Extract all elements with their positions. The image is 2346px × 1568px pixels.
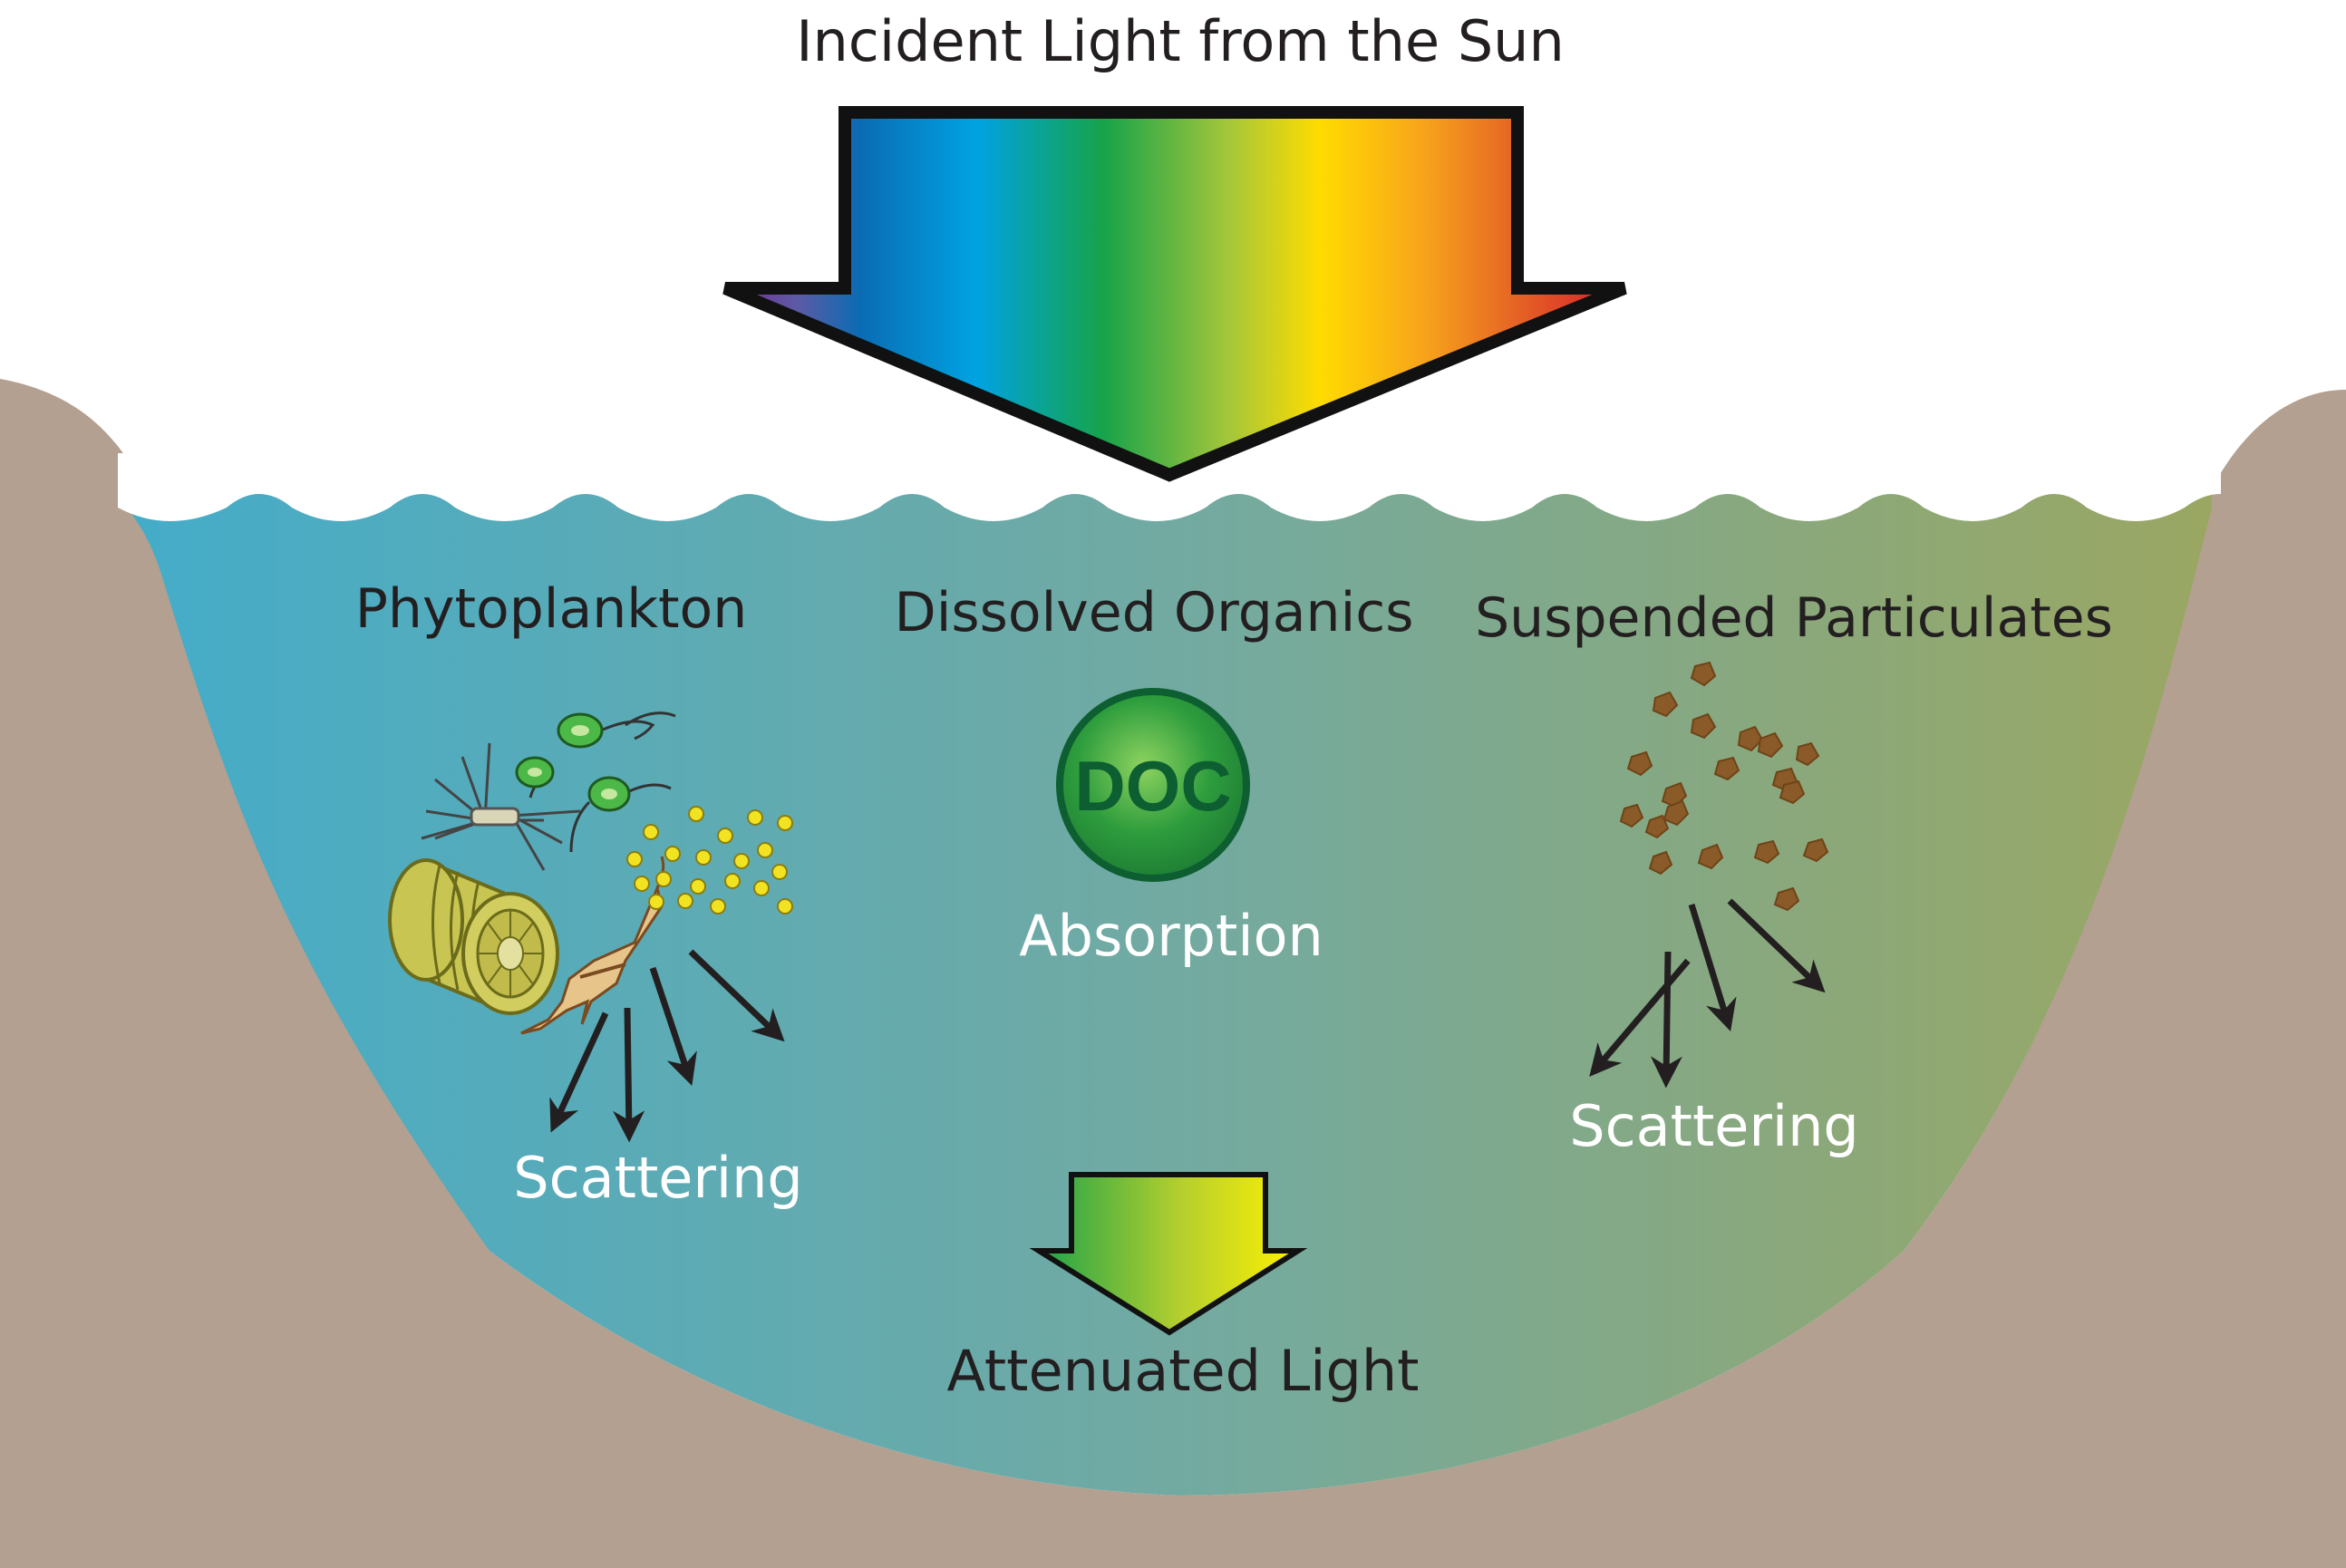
title-incident-light: Incident Light from the Sun [796, 8, 1565, 74]
phytoplankton-cells [388, 711, 793, 1035]
water-body [127, 494, 2212, 1495]
label-attenuated-light: Attenuated Light [946, 1338, 1420, 1404]
particles [1619, 661, 1829, 912]
label-phytoplankton: Phytoplankton [354, 577, 748, 641]
scatter-arrow [688, 949, 785, 1042]
doc-circle: DOC [1056, 688, 1250, 882]
water-surface-waves [118, 453, 2221, 521]
scatter-arrow [1589, 958, 1691, 1078]
doc-badge-label: DOC [1074, 746, 1231, 826]
scatter-arrow [613, 1007, 645, 1143]
spectrum-arrow [722, 106, 1627, 482]
scatter-arrow [1688, 903, 1737, 1032]
land-mass [0, 379, 2346, 1568]
scatter-arrow [1650, 951, 1682, 1089]
scatter-arrow [649, 966, 697, 1086]
attenuated-arrow [1029, 1172, 1308, 1336]
scatter-arrow [549, 1011, 609, 1133]
scatter-arrows-left [549, 949, 785, 1143]
label-scattering-right: Scattering [1569, 1093, 1859, 1159]
label-scattering-left: Scattering [513, 1145, 803, 1211]
label-dissolved-organics: Dissolved Organics [894, 581, 1414, 644]
scatter-arrow [1727, 898, 1826, 993]
scatter-arrows-right [1589, 898, 1826, 1089]
label-suspended-particulates: Suspended Particulates [1475, 586, 2113, 650]
label-absorption: Absorption [1019, 903, 1323, 969]
